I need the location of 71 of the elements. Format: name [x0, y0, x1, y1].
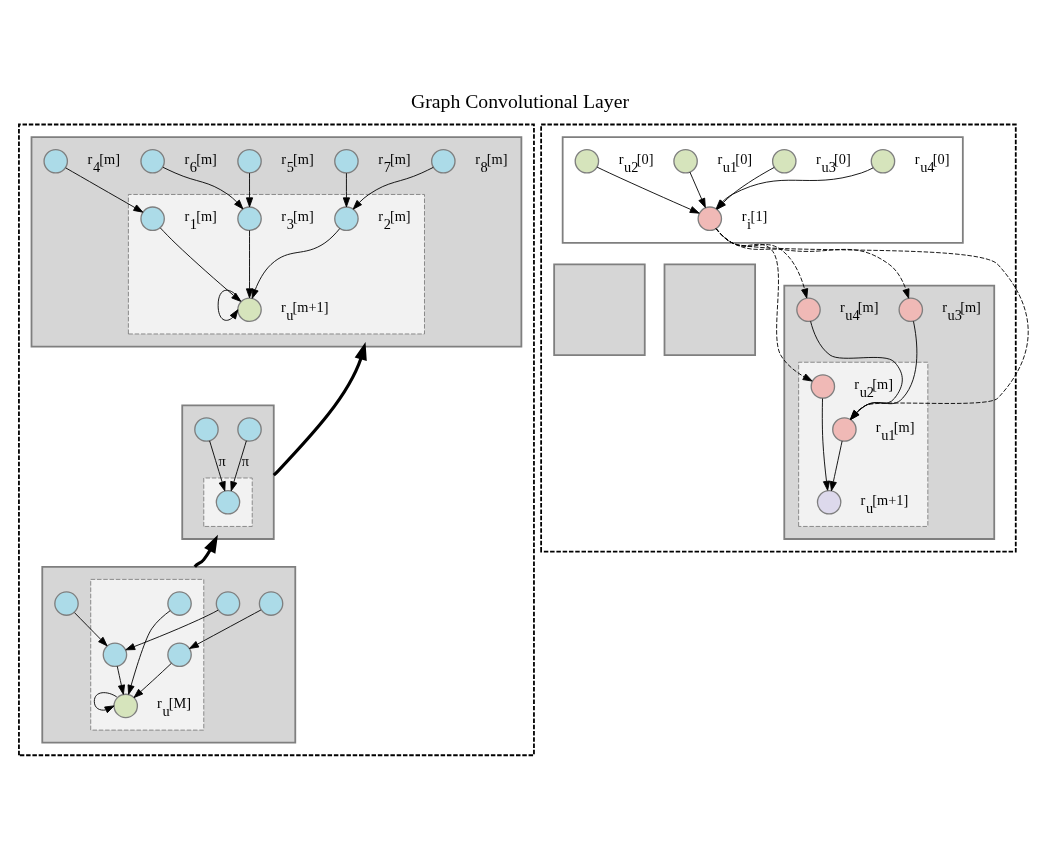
cluster [561, 135, 964, 244]
arrow [352, 166, 434, 210]
arrow [689, 171, 706, 208]
node-circle [898, 296, 924, 322]
arrow [829, 440, 843, 491]
cluster [41, 565, 297, 744]
diagram-title: Graph Convolutional Layer [411, 89, 629, 112]
node-circle [215, 590, 241, 616]
edge-label: π [241, 452, 250, 469]
node-box [663, 263, 756, 356]
node-circle [697, 205, 723, 231]
node-circle [334, 205, 359, 231]
arrow [272, 341, 367, 476]
node-circle [43, 148, 69, 174]
cluster [181, 403, 275, 540]
arrow [209, 439, 226, 491]
node-circle [237, 296, 262, 322]
arrow [251, 227, 341, 299]
arrow [715, 227, 910, 299]
arrow [133, 662, 172, 698]
arrow [217, 289, 241, 321]
arrow [850, 320, 918, 420]
arrow [65, 166, 144, 213]
arrow [715, 227, 1029, 420]
node-circle [54, 590, 79, 616]
node-circle [334, 148, 359, 174]
arrow [596, 166, 700, 214]
arrow [193, 534, 218, 568]
node-circle [237, 416, 262, 442]
arrow [810, 320, 903, 420]
node-circle [237, 148, 262, 174]
node-circle [574, 148, 600, 174]
node-circle [237, 205, 262, 231]
arrow [116, 665, 125, 695]
arrow [127, 609, 171, 695]
arrow [245, 172, 254, 207]
node-circle [673, 148, 698, 174]
arrow [162, 166, 244, 209]
arrow [125, 609, 219, 650]
node-circle [816, 489, 842, 515]
node-circle [771, 148, 797, 174]
node-circle [215, 489, 241, 515]
cluster [18, 123, 535, 756]
arrow [715, 227, 813, 381]
node-circle [796, 296, 821, 322]
arrow [230, 439, 247, 491]
node-circle [431, 148, 456, 174]
arrow [245, 229, 254, 298]
node-circle [810, 373, 836, 399]
node-circle [140, 148, 165, 174]
arrow [189, 609, 262, 649]
node-circle [167, 641, 192, 667]
cluster [540, 123, 1017, 552]
edge-label: π [218, 452, 226, 469]
node-circle [113, 693, 139, 718]
arrow [74, 611, 108, 646]
arrow [93, 691, 118, 713]
node-box [553, 263, 646, 356]
arrow [159, 227, 242, 302]
cluster [30, 135, 523, 347]
node-circle [258, 590, 284, 616]
cluster [798, 361, 929, 527]
arrow [342, 172, 350, 207]
arrow [821, 397, 831, 491]
node-circle [140, 205, 165, 231]
arrow [715, 227, 809, 298]
node-circle [102, 641, 128, 667]
node-circle [167, 590, 192, 616]
node-circle [832, 416, 857, 442]
node-circle [194, 416, 219, 442]
node-circle [870, 148, 896, 174]
